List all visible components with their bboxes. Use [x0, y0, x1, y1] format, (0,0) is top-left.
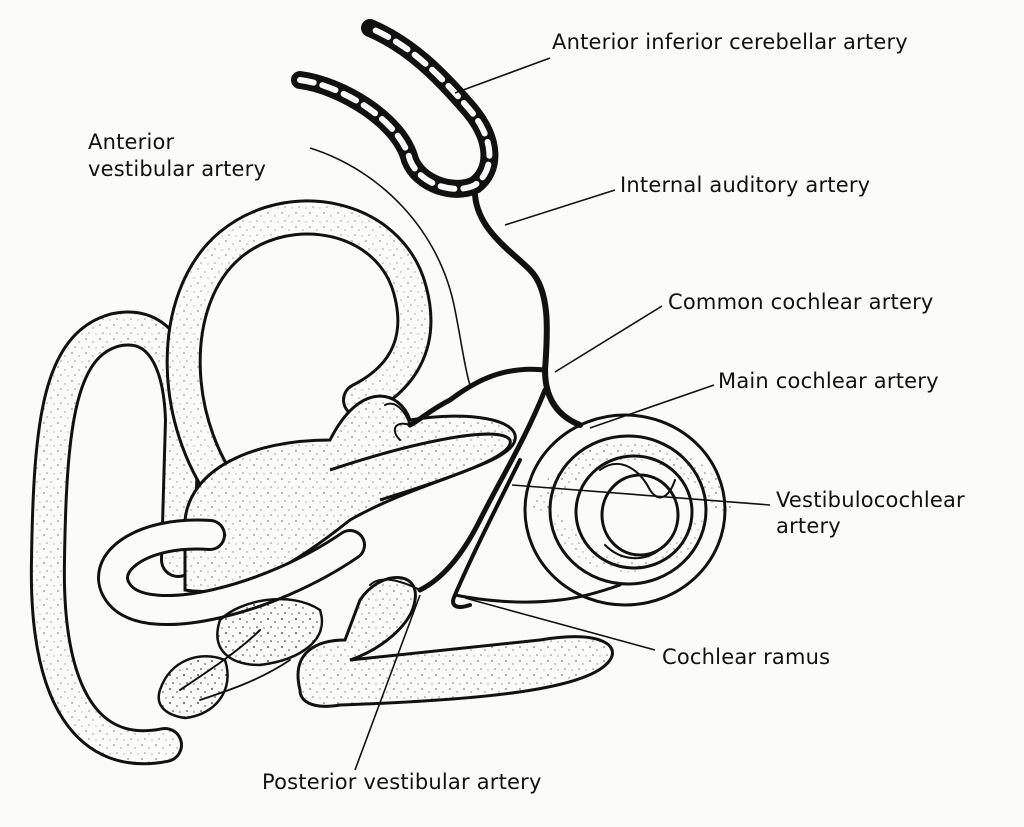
label-main-cochlear-artery: Main cochlear artery [718, 369, 939, 393]
label-anterior-vestibular-artery-line2: vestibular artery [88, 157, 267, 181]
leader-posterior-vestibular [354, 594, 421, 771]
leader-main-cochlear [589, 384, 715, 429]
label-cochlear-ramus: Cochlear ramus [662, 645, 831, 669]
leader-anterior-vestibular [309, 147, 471, 386]
artery-branches [179, 192, 676, 701]
label-vestibulocochlear-artery-line2: artery [776, 514, 841, 538]
label-common-cochlear-artery: Common cochlear artery [668, 290, 934, 314]
lateral-semicircular-canal [97, 432, 512, 627]
leader-internal-auditory [504, 189, 616, 226]
vestibule [183, 394, 517, 593]
aica-loop [291, 19, 499, 198]
label-anterior-vestibular-artery-line1: Anterior [88, 130, 175, 154]
leader-vestibulocochlear [511, 484, 771, 506]
superior-semicircular-canal [165, 199, 433, 523]
saccule [157, 576, 614, 720]
leader-common-cochlear [554, 305, 663, 373]
label-vestibulocochlear-artery-line1: Vestibulocochlear [776, 488, 965, 512]
posterior-semicircular-canal [29, 310, 201, 766]
label-anterior-inferior-cerebellar-artery: Anterior inferior cerebellar artery [552, 30, 908, 54]
leader-cochlear-ramus [464, 597, 656, 651]
label-internal-auditory-artery: Internal auditory artery [620, 173, 871, 197]
leader-aica [454, 57, 551, 94]
label-posterior-vestibular-artery: Posterior vestibular artery [262, 770, 542, 794]
cochlea [523, 413, 735, 607]
leader-lines [309, 57, 771, 771]
